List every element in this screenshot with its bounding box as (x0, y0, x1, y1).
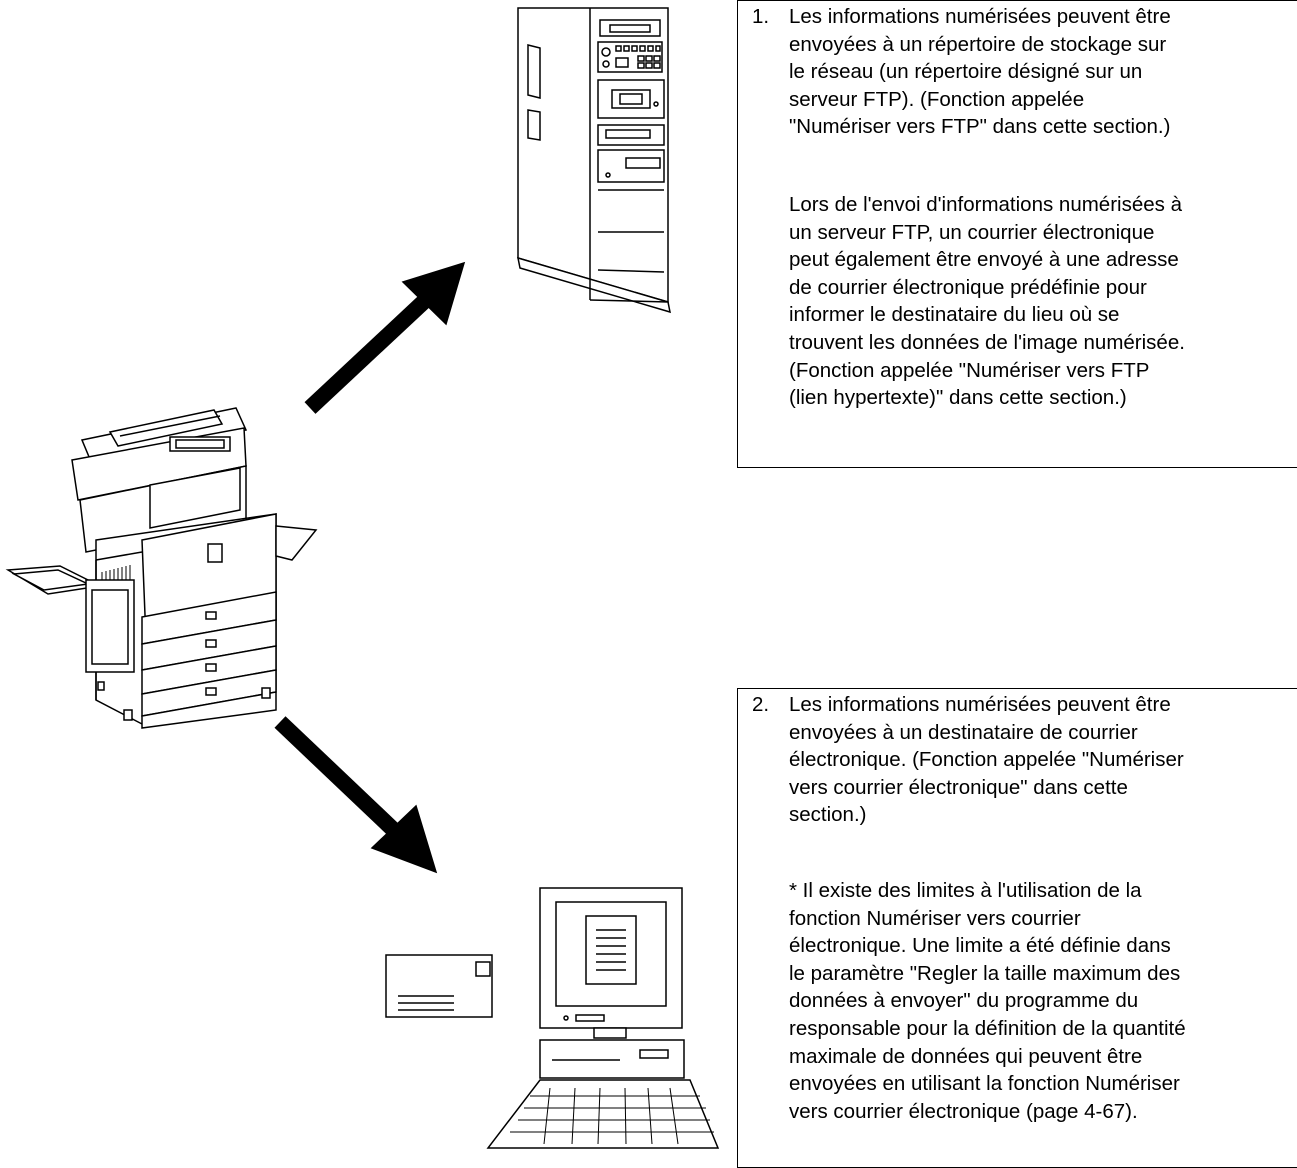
ftp-server-icon (517, 7, 671, 314)
text-line: (Fonction appelée "Numériser vers FTP (789, 358, 1150, 382)
item-number: 2. (752, 693, 770, 716)
item-paragraph: * Il existe des limites à l'utilisation … (789, 877, 1297, 1125)
text-line: électronique. Une limite a été définie d… (789, 934, 1171, 958)
text-line: électronique. (Fonction appelée "Numéris… (789, 748, 1184, 772)
text-line: envoyées en utilisant la fonction Numéri… (789, 1072, 1180, 1096)
text-line: section.) (789, 803, 867, 827)
text-line: maximale de données qui peuvent être (789, 1044, 1143, 1068)
text-line: vers courrier électronique" dans cette (789, 775, 1128, 799)
text-line: de courrier électronique prédéfinie pour (789, 275, 1147, 299)
text-line: Lors de l'envoi d'informations numérisée… (789, 193, 1182, 216)
arrow-to-computer-icon (274, 716, 438, 874)
text-line: Les informations numérisées peuvent être (789, 693, 1171, 716)
arrow-to-server-icon (304, 261, 466, 414)
text-line: envoyées à un destinataire de courrier (789, 720, 1138, 744)
desktop-computer-icon (486, 887, 720, 1149)
text-line: vers courrier électronique (page 4-67). (789, 1099, 1138, 1123)
text-line: données à envoyer" du programme du (789, 989, 1139, 1013)
item-paragraph: Les informations numérisées peuvent être… (789, 3, 1297, 141)
text-line: "Numériser vers FTP" dans cette section.… (789, 115, 1171, 139)
multifunction-printer-icon (5, 407, 318, 729)
text-line: trouvent les données de l'image numérisé… (789, 330, 1185, 354)
text-line: responsable pour la définition de la qua… (789, 1016, 1186, 1040)
illustrations (5, 7, 720, 1149)
email-envelope-icon (385, 954, 493, 1018)
text-line: le réseau (un répertoire désigné sur un (789, 60, 1143, 84)
text-line: le paramètre "Regler la taille maximum d… (789, 961, 1181, 985)
description-box-email: 2. Les informations numérisées peuvent ê… (737, 688, 1297, 1168)
text-line: peut également être envoyé à une adresse (789, 248, 1179, 272)
text-line: informer le destinataire du lieu où se (789, 303, 1120, 327)
text-line: (lien hypertexte)" dans cette section.) (789, 386, 1127, 410)
text-line: un serveur FTP, un courrier électronique (789, 220, 1155, 244)
text-line: Les informations numérisées peuvent être (789, 5, 1171, 28)
description-box-ftp: 1. Les informations numérisées peuvent ê… (737, 0, 1297, 468)
item-number: 1. (752, 5, 770, 28)
text-line: serveur FTP). (Fonction appelée (789, 87, 1085, 111)
text-line: envoyées à un répertoire de stockage sur (789, 32, 1167, 56)
item-paragraph: Lors de l'envoi d'informations numérisée… (789, 191, 1297, 412)
text-line: * Il existe des limites à l'utilisation … (789, 879, 1142, 902)
item-paragraph: Les informations numérisées peuvent être… (789, 691, 1297, 829)
text-line: fonction Numériser vers courrier (789, 906, 1081, 930)
